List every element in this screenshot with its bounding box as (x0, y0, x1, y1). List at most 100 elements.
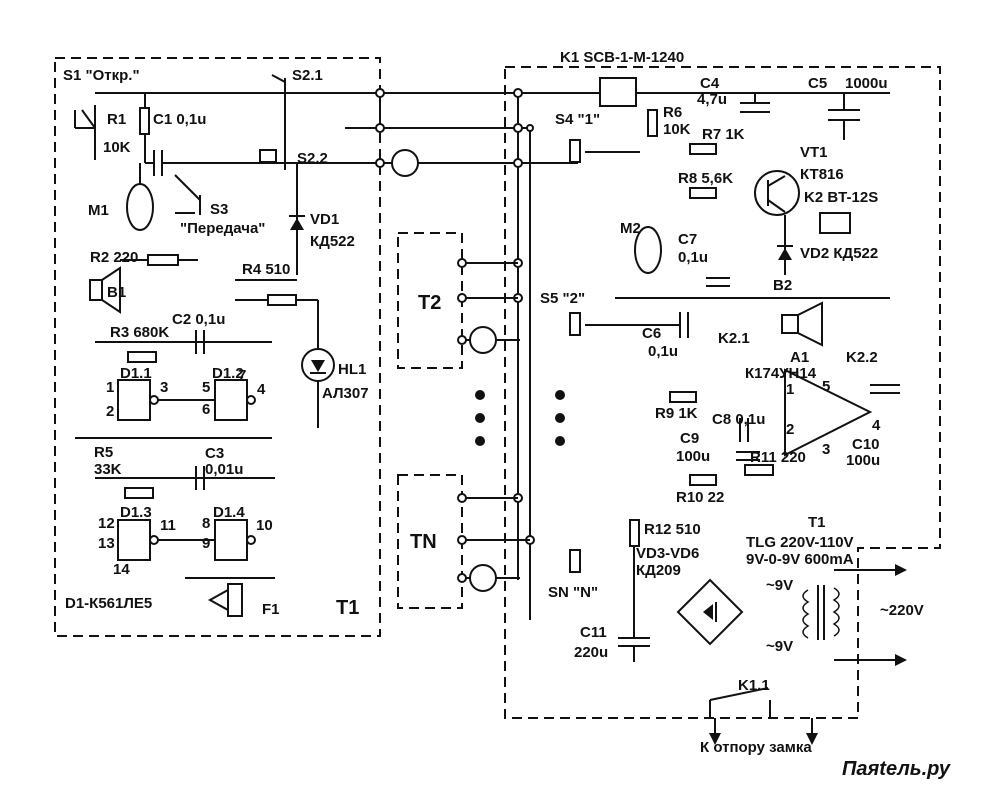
label-c6: C6 (642, 325, 661, 342)
label-hl1-type: АЛ307 (322, 385, 369, 402)
label-r2: R2 220 (90, 249, 138, 266)
label-secondary-2: ~9V (766, 638, 793, 655)
t1-transformer (802, 585, 840, 640)
a1-speaker (781, 301, 823, 347)
pin-13: 13 (98, 535, 115, 552)
vd1-diode (289, 163, 305, 275)
label-tlg-rating: 9V-0-9V 600mA (746, 551, 854, 568)
r8-resistor (689, 187, 717, 199)
label-k1-1: K1.1 (738, 677, 770, 694)
label-b2: B2 (773, 277, 792, 294)
c6-capacitor (679, 312, 689, 338)
a1-amplifier (784, 368, 873, 457)
label-c7: C7 (678, 231, 697, 248)
vt1-transistor (754, 170, 800, 216)
k2-relay-coil (819, 212, 851, 234)
label-c3: C3 (205, 445, 224, 462)
s2-switch (259, 74, 286, 170)
t2-connector (457, 258, 520, 354)
label-vt1-type: КТ816 (800, 166, 844, 183)
d1-1-out (149, 395, 159, 405)
pin-10: 10 (256, 517, 273, 534)
label-k2-1: K2.1 (718, 330, 750, 347)
lock-output-arrows (709, 718, 818, 745)
label-vd1: VD1 (310, 211, 339, 228)
c9-capacitor (736, 451, 760, 461)
d1-3-gate (117, 519, 151, 561)
pin-6: 6 (202, 401, 210, 418)
label-c5-value: 1000u (845, 75, 888, 92)
handset-t1-enclosure (54, 57, 381, 637)
c8-capacitor (739, 418, 749, 442)
label-lock: К отпору замка (700, 739, 812, 756)
label-r5-value: 33K (94, 461, 122, 478)
c2-capacitor (195, 330, 205, 354)
label-b1: B1 (107, 284, 126, 301)
label-c2: C2 0,1u (172, 311, 225, 328)
label-c5: C5 (808, 75, 827, 92)
pin-11: 11 (160, 517, 176, 534)
label-r6-value: 10K (663, 121, 691, 138)
label-a1: A1 (790, 349, 809, 366)
hl1-led (301, 300, 335, 428)
label-r6: R6 (663, 104, 682, 121)
c11-capacitor (618, 546, 650, 662)
label-c6-value: 0,1u (648, 343, 678, 360)
c4-capacitor (740, 93, 770, 113)
label-c9: C9 (680, 430, 699, 447)
label-vd1-type: КД522 (310, 233, 355, 250)
d1-4-gate (214, 519, 248, 561)
label-secondary-1: ~9V (766, 577, 793, 594)
label-s4: S4 "1" (555, 111, 600, 128)
label-r11: R11 220 (750, 449, 806, 466)
label-c3-value: 0,01u (205, 461, 243, 478)
label-s5: S5 "2" (540, 290, 585, 307)
label-r3: R3 680K (110, 324, 169, 341)
label-m1: M1 (88, 202, 109, 219)
watermark: Паяtель.ру (842, 758, 951, 780)
s5-button (569, 312, 680, 336)
pin-14: 14 (113, 561, 130, 578)
d1-2-gate (214, 379, 248, 421)
r9-resistor (669, 391, 697, 403)
label-r7: R7 1K (702, 126, 745, 143)
r5-resistor (124, 487, 154, 499)
d1-1-gate (117, 379, 151, 421)
sn-button (569, 549, 581, 573)
label-c9-value: 100u (676, 448, 710, 465)
label-m2: M2 (620, 220, 641, 237)
label-tlg: TLG 220V-110V (746, 534, 854, 551)
a1-pin-4: 4 (872, 417, 881, 434)
d1-3-out (149, 535, 159, 545)
r6-resistor (647, 109, 658, 137)
label-r1: R1 (107, 111, 126, 128)
a1-pin-2: 2 (786, 421, 794, 438)
label-r10: R10 22 (676, 489, 724, 506)
main-unit-enclosure (504, 66, 941, 719)
r12-resistor (629, 519, 640, 547)
d1-4-out (246, 535, 256, 545)
r10-resistor (689, 474, 717, 486)
label-d1-3: D1.3 (120, 504, 152, 521)
pin-3: 3 (160, 379, 168, 396)
label-s3: S3 (210, 201, 228, 218)
label-r4: R4 510 (242, 261, 290, 278)
label-c10: C10 (852, 436, 880, 453)
label-handset-t1: T1 (336, 597, 359, 619)
label-s2-1: S2.1 (292, 67, 323, 84)
r3-resistor (127, 351, 157, 363)
c10-capacitor (870, 384, 900, 394)
label-c11: C11 (580, 624, 607, 641)
pin-12: 12 (98, 515, 115, 532)
a1-pin-1: 1 (786, 381, 794, 398)
label-c1: C1 0,1u (153, 111, 206, 128)
label-s2-2: S2.2 (297, 150, 328, 167)
pin-9: 9 (202, 535, 210, 552)
label-r8: R8 5,6K (678, 170, 733, 187)
pin-4: 4 (257, 381, 266, 398)
r11-resistor (744, 464, 774, 476)
pin-2: 2 (106, 403, 114, 420)
f1-buzzer (185, 577, 275, 617)
label-r5: R5 (94, 444, 113, 461)
